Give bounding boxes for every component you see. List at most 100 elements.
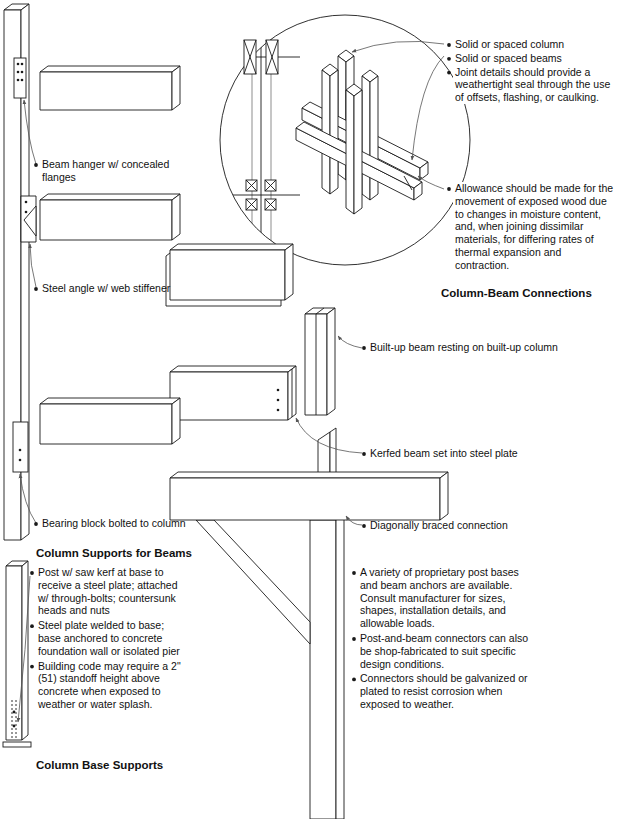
leader-lines-part xyxy=(338,336,362,348)
kerfed-beam-part xyxy=(277,399,280,402)
built-up-beam-part xyxy=(327,308,335,415)
spaced-joint-part xyxy=(404,176,412,190)
spaced-joint-part xyxy=(362,76,370,200)
beam-hanger-part xyxy=(40,72,172,110)
detail-circle-part xyxy=(265,180,276,191)
note-text: Post w/ saw kerf at base to receive a st… xyxy=(38,566,188,617)
column-base-part xyxy=(16,700,17,740)
built-up-beam-part xyxy=(166,256,167,306)
note-text: Connectors should be galvanized or plate… xyxy=(360,672,535,710)
bullet-dot xyxy=(447,71,451,75)
bearing-block-part xyxy=(19,459,22,462)
braced-connection-part xyxy=(310,520,336,819)
section-heading: Column Supports for Beams xyxy=(36,546,192,560)
note-text: Joint details should provide a weatherti… xyxy=(453,66,617,104)
detail-circle-part xyxy=(266,40,278,74)
braced-connection-part xyxy=(440,472,448,520)
bullet-dot xyxy=(352,637,356,641)
bullet-dot xyxy=(362,452,366,456)
leader-lines-part xyxy=(296,418,362,453)
detail-circle-part xyxy=(266,40,278,74)
bullet-dot xyxy=(447,57,451,61)
built-up-beam-part xyxy=(170,250,285,300)
beam-hanger-part xyxy=(172,66,180,110)
bullet-dot xyxy=(447,187,451,191)
leader-lines-part xyxy=(346,516,362,525)
bullet-dot xyxy=(30,665,34,669)
column-base-part xyxy=(13,711,16,714)
braced-connection-part xyxy=(170,472,448,478)
built-up-beam-part xyxy=(316,314,317,415)
bearing-block-part xyxy=(40,398,180,404)
beam-hanger-part xyxy=(21,71,24,74)
bullet-dot xyxy=(447,43,451,47)
note-text: A variety of proprietary post bases and … xyxy=(360,566,535,630)
spaced-joint-part xyxy=(346,90,354,214)
spaced-joint-part xyxy=(420,162,428,180)
kerfed-beam-part xyxy=(292,369,293,417)
steel-angle-part xyxy=(40,194,180,200)
note-text: Allowance should be made for the movemen… xyxy=(453,182,617,272)
built-up-beam-part xyxy=(281,300,282,306)
spaced-joint-part xyxy=(414,182,422,200)
detail-circle-part xyxy=(266,40,278,74)
column-base-part xyxy=(12,700,13,740)
detail-circle-part xyxy=(265,180,276,191)
built-up-beam-part xyxy=(170,244,293,250)
note-text: Steel angle w/ web stiffener xyxy=(42,282,192,295)
built-up-beam-part xyxy=(305,314,327,415)
leader-lines-part xyxy=(24,100,36,164)
bullet-dot xyxy=(34,522,38,526)
column xyxy=(4,4,29,540)
beam-hanger-part xyxy=(21,63,24,66)
steel-angle-part xyxy=(21,196,36,242)
beam-hanger-part xyxy=(40,66,180,72)
detail-circle-part xyxy=(200,195,300,196)
leader-lines-part xyxy=(352,41,444,52)
leader-lines-part xyxy=(20,474,36,523)
bullet-dot xyxy=(362,524,366,528)
bullet-dot xyxy=(352,677,356,681)
bullet-dot xyxy=(30,624,34,628)
detail-circle-part xyxy=(261,0,262,280)
column-base-part xyxy=(13,725,16,728)
note-text: Diagonally braced connection xyxy=(370,519,570,532)
steel-angle-part xyxy=(172,194,180,240)
detail-circle-part xyxy=(246,199,257,210)
note-text: Building code may require a 2" (51) stan… xyxy=(38,660,188,711)
kerfed-beam-part xyxy=(288,366,296,420)
detail-circle-part xyxy=(246,199,257,210)
built-up-beam-part xyxy=(166,253,170,256)
leader-lines-part xyxy=(18,576,30,722)
kerfed-beam xyxy=(170,366,296,420)
beam-hanger-part xyxy=(17,79,20,82)
detail-circle-part xyxy=(244,40,256,74)
note-text: Steel plate welded to base; base anchore… xyxy=(38,619,188,657)
bearing-block-part xyxy=(40,404,172,444)
note-text: Beam hanger w/ concealed flanges xyxy=(42,158,177,184)
section-heading: Column-Beam Connections xyxy=(441,286,592,300)
detail-circle-part xyxy=(265,199,276,210)
bullet-dot xyxy=(30,571,34,575)
note-text: Bearing block bolted to column xyxy=(42,517,202,530)
steel-angle xyxy=(21,194,180,242)
note-text: Kerfed beam set into steel plate xyxy=(370,447,570,460)
detail-circle-part xyxy=(246,199,257,210)
bullet-dot xyxy=(352,571,356,575)
spaced-joint-part xyxy=(354,90,362,214)
detail-circle-part xyxy=(244,40,256,74)
note-text: Solid or spaced beams xyxy=(453,52,617,65)
kerfed-beam-part xyxy=(170,372,288,420)
beam-hanger-part xyxy=(21,79,24,82)
column-base xyxy=(3,561,31,747)
leader-lines-part xyxy=(30,244,36,287)
steel-angle-part xyxy=(24,206,36,236)
section-heading: Column Base Supports xyxy=(36,758,163,772)
bearing-block xyxy=(13,398,180,472)
detail-circle-part xyxy=(265,199,276,210)
bearing-block-part xyxy=(13,422,28,472)
detail-circle-part xyxy=(265,199,276,210)
note-text: Post-and-beam connectors can also be sho… xyxy=(360,632,535,670)
beam-hanger xyxy=(14,58,180,110)
bullet-dot xyxy=(34,163,38,167)
